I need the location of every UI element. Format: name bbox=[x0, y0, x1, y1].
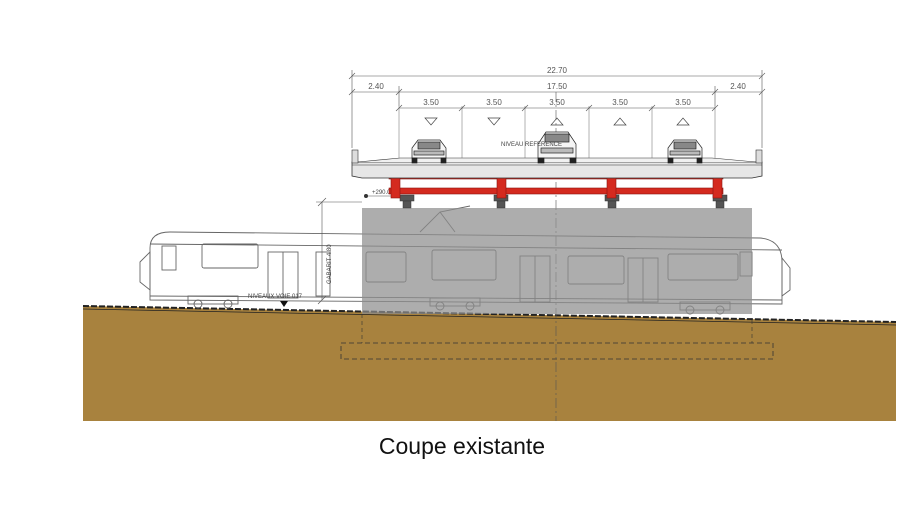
clearance-dimension bbox=[316, 197, 362, 305]
lane-width-label: 3.50 bbox=[486, 98, 502, 107]
lane-direction-arrows bbox=[424, 117, 690, 126]
carriageway-label: 17.50 bbox=[547, 82, 568, 91]
track-clearance-envelope bbox=[362, 208, 752, 314]
right-walkway-label: 2.40 bbox=[730, 82, 746, 91]
bridge-deck bbox=[351, 149, 763, 179]
section-caption: Coupe existante bbox=[378, 433, 546, 459]
ground-section bbox=[83, 306, 896, 421]
left-walkway-label: 2.40 bbox=[368, 82, 384, 91]
car-right bbox=[667, 139, 703, 164]
lane-width-label: 3.50 bbox=[612, 98, 628, 107]
clearance-label: GABARIT 4.80 bbox=[327, 244, 333, 284]
lane-dividers bbox=[398, 106, 716, 158]
lane-width-label: 3.50 bbox=[423, 98, 439, 107]
elevation-dot bbox=[364, 194, 368, 198]
track-level-marker bbox=[280, 301, 288, 307]
bearings bbox=[399, 194, 728, 209]
reference-level-label: NIVEAU REFERENCE bbox=[501, 142, 562, 148]
elevation-label: +290.01 bbox=[372, 190, 395, 196]
lane-width-label: 3.50 bbox=[549, 98, 565, 107]
car-left bbox=[411, 139, 447, 164]
total-width-label: 22.70 bbox=[547, 66, 568, 75]
lane-width-label: 3.50 bbox=[675, 98, 691, 107]
foundation-outline bbox=[340, 342, 774, 360]
ground-surface-line bbox=[82, 305, 897, 323]
track-level-label: NIVEAUX VOIE 017 bbox=[248, 294, 303, 300]
ground-surface-line-2 bbox=[82, 308, 897, 326]
car-centre bbox=[537, 131, 577, 164]
dimension-lines bbox=[348, 70, 766, 148]
